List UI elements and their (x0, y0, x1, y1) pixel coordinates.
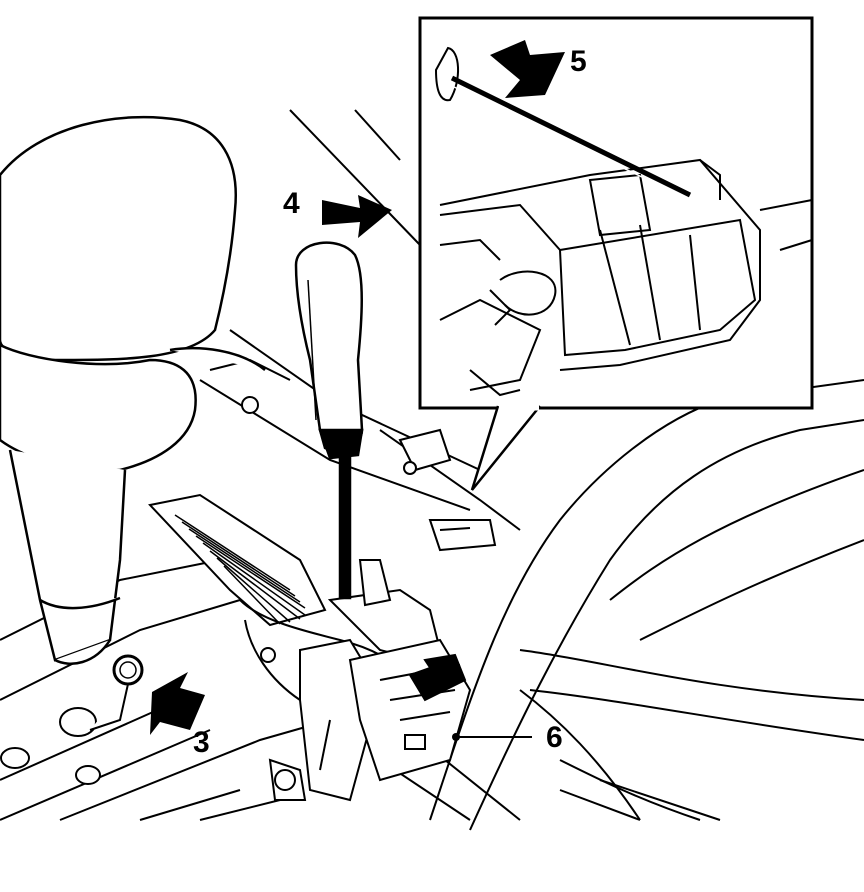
ribbed-connector-tray (148, 493, 421, 701)
gear-selector-knob (0, 115, 266, 665)
inset-detail (418, 16, 814, 491)
gear-gate (0, 654, 144, 785)
callout-5: 5 (570, 45, 587, 78)
arrow-4 (322, 195, 392, 238)
retaining-clips (241, 396, 497, 663)
callout-4: 4 (283, 187, 300, 220)
screwdriver-tool (294, 241, 364, 600)
electrical-connector (268, 559, 472, 802)
arrow-3 (150, 672, 205, 735)
callout-6: 6 (546, 721, 563, 754)
arrow-5 (490, 40, 565, 98)
callout-6-leader (452, 733, 532, 741)
callout-3: 3 (193, 726, 210, 759)
direction-arrows (150, 40, 565, 735)
